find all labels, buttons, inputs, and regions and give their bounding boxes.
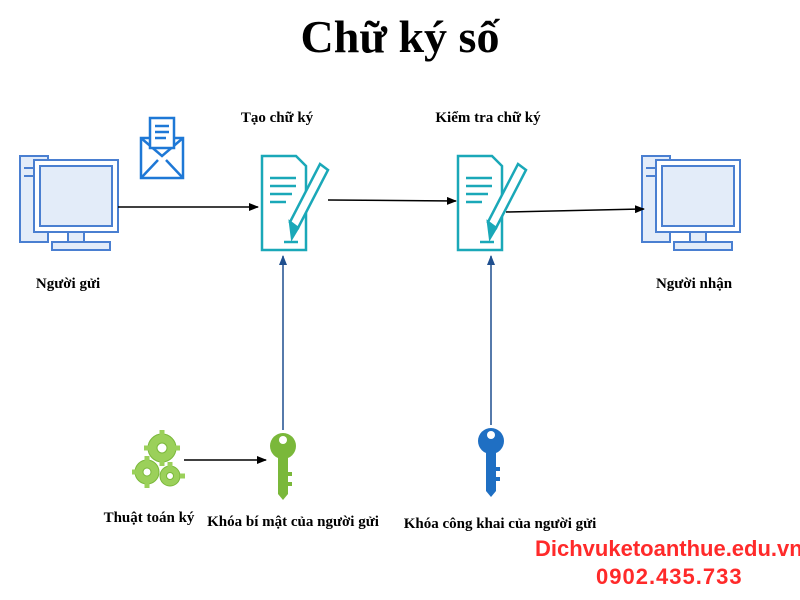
create-signature-document-icon — [260, 154, 330, 252]
envelope-icon — [139, 116, 185, 180]
public-key-label: Khóa công khai của người gửi — [403, 516, 597, 532]
watermark-phone: 0902.435.733 — [596, 564, 743, 589]
algorithm-label: Thuật toán ký — [103, 510, 195, 526]
verify-signature-label: Kiểm tra chữ ký — [435, 110, 541, 126]
page-title: Chữ ký số — [300, 11, 500, 62]
receiver-label: Người nhận — [655, 276, 733, 292]
verify-signature-document-icon — [456, 154, 528, 252]
create-signature-label: Tạo chữ ký — [240, 110, 314, 126]
arrow-create-to-verify — [327, 196, 457, 205]
gears-icon — [132, 430, 185, 488]
private-key-icon — [270, 433, 296, 500]
watermark-site: Dichvuketoanthue.edu.vn — [535, 536, 800, 561]
private-key-label: Khóa bí mật của người gửi — [207, 514, 379, 530]
public-key-icon — [478, 428, 504, 497]
sender-computer-icon — [19, 155, 119, 251]
arrow-verify-to-receiver — [505, 205, 645, 214]
receiver-computer-icon — [641, 155, 741, 251]
sender-label: Người gửi — [35, 276, 101, 292]
